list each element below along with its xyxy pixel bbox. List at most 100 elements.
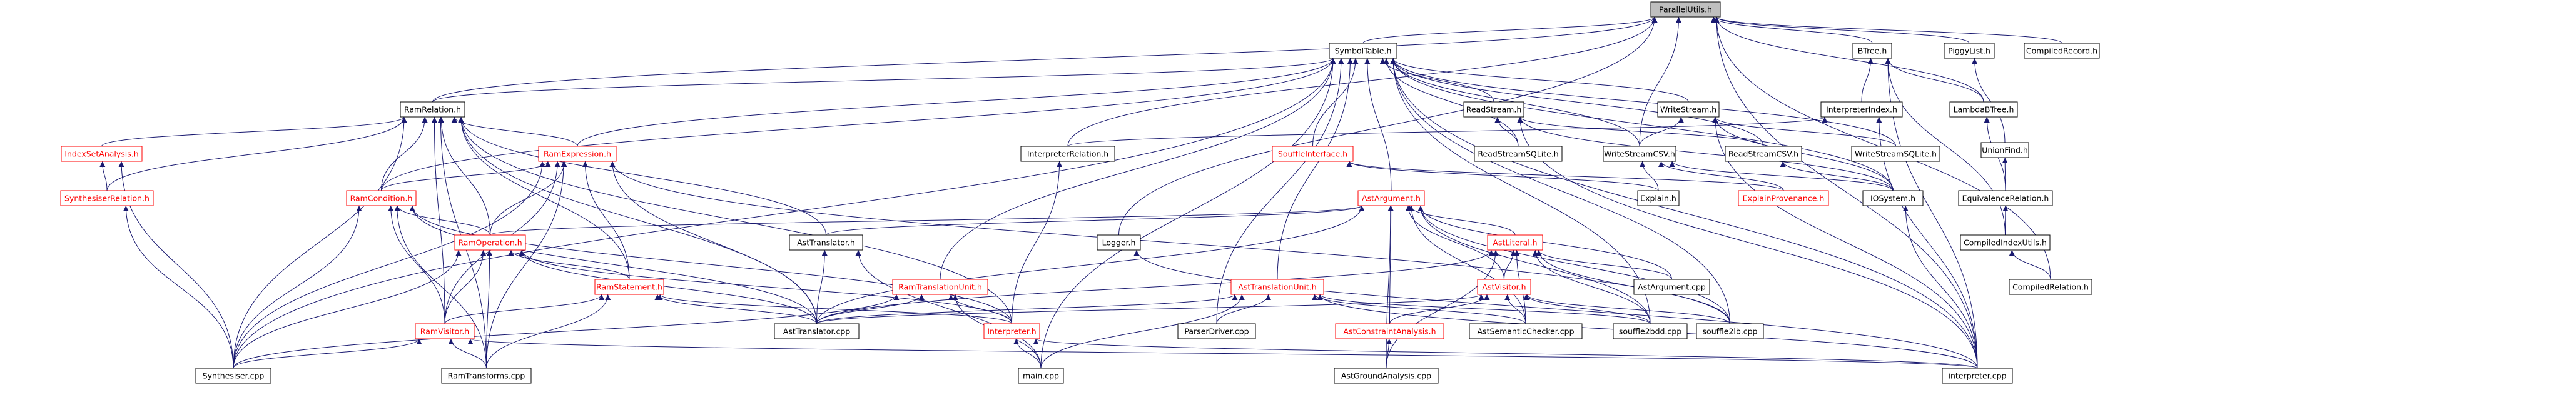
edge-synthesiserrelation-h-to-synthesiser-cpp xyxy=(123,205,234,369)
edge-astargument-h-to-astconstraintanalysis-h xyxy=(1388,205,1394,324)
node-label: ReadStreamSQLite.h xyxy=(1478,149,1558,159)
node-box xyxy=(594,279,664,295)
edge-interpreterrelation-h-to-interpreter-h xyxy=(1012,161,1063,324)
edge-ramrelation-h-to-ramcondition-h xyxy=(381,116,428,191)
node-lambdabtree-h[interactable]: LambdaBTree.h xyxy=(1949,101,2018,118)
node-astsemanticchecker-cpp[interactable]: AstSemanticChecker.cpp xyxy=(1469,323,1583,339)
node-asttranslator-cpp[interactable]: AstTranslator.cpp xyxy=(774,323,860,339)
edge-symboltable-h-to-souffle2bdd-cpp xyxy=(1390,58,1651,324)
node-label: Synthesiser.cpp xyxy=(203,371,265,381)
node-interpreter-h[interactable]: Interpreter.h xyxy=(983,323,1040,339)
node-interpreterrelation-h[interactable]: InterpreterRelation.h xyxy=(1020,146,1115,162)
node-explain-h[interactable]: Explain.h xyxy=(1637,190,1680,206)
node-interpreter-cpp[interactable]: interpreter.cpp xyxy=(1942,368,2013,384)
node-btree-h[interactable]: BTree.h xyxy=(1852,43,1892,59)
edge-ramcondition-h-to-ramoperation-h xyxy=(395,205,490,236)
node-box xyxy=(1272,146,1354,162)
node-souffle2lb-cpp[interactable]: souffle2lb.cpp xyxy=(1696,323,1764,339)
node-box xyxy=(1980,142,2029,158)
node-writestreamsqlite-h[interactable]: WriteStreamSQLite.h xyxy=(1851,146,1940,162)
node-parserdriver-cpp[interactable]: ParserDriver.cpp xyxy=(1177,323,1256,339)
node-explainprovenance-h[interactable]: ExplainProvenance.h xyxy=(1738,190,1829,206)
node-box xyxy=(1469,323,1583,339)
node-label: RamCondition.h xyxy=(350,194,413,203)
edge-ramcondition-h-to-ramtransforms-cpp xyxy=(394,205,487,369)
node-ramtranslationunit-h[interactable]: RamTranslationUnit.h xyxy=(892,279,988,295)
node-label: BTree.h xyxy=(1858,46,1887,56)
edge-parallelutils-h-to-logger-h xyxy=(1118,16,1658,236)
node-label: ParserDriver.cpp xyxy=(1184,327,1249,336)
node-ramstatement-h[interactable]: RamStatement.h xyxy=(594,279,664,295)
node-logger-h[interactable]: Logger.h xyxy=(1097,234,1141,251)
node-equivalencerelation-h[interactable]: EquivalenceRelation.h xyxy=(1958,190,2053,206)
node-astvisitor-h[interactable]: AstVisitor.h xyxy=(1477,279,1531,295)
node-label: EquivalenceRelation.h xyxy=(1962,194,2049,203)
node-ramcondition-h[interactable]: RamCondition.h xyxy=(346,190,417,206)
edge-readstream-h-to-interpreter-cpp xyxy=(1517,116,1978,369)
node-indexsetanalysis-h[interactable]: IndexSetAnalysis.h xyxy=(61,146,143,162)
node-box xyxy=(1637,190,1680,206)
node-astliteral-h[interactable]: AstLiteral.h xyxy=(1487,234,1543,251)
node-box xyxy=(1738,190,1829,206)
node-readstreamcsv-h[interactable]: ReadStreamCSV.h xyxy=(1725,146,1802,162)
node-label: WriteStreamSQLite.h xyxy=(1855,149,1937,159)
edge-astliteral-h-to-asttranslator-cpp xyxy=(816,249,1494,324)
node-parallelutils-h[interactable]: ParallelUtils.h xyxy=(1650,1,1721,18)
node-compiledindexutils-h[interactable]: CompiledIndexUtils.h xyxy=(1960,234,2051,251)
edge-symboltable-h-to-interpreter-cpp xyxy=(1390,58,1978,369)
node-box xyxy=(415,323,475,339)
node-ramexpression-h[interactable]: RamExpression.h xyxy=(538,146,617,162)
node-astgroundanalysis-cpp[interactable]: AstGroundAnalysis.cpp xyxy=(1334,368,1439,384)
node-ramvisitor-h[interactable]: RamVisitor.h xyxy=(415,323,475,339)
node-box xyxy=(1487,234,1543,251)
edge-ramcondition-h-to-ramvisitor-h xyxy=(388,205,445,324)
node-compiledrecord-h[interactable]: CompiledRecord.h xyxy=(2024,43,2100,59)
node-piggylist-h[interactable]: PiggyList.h xyxy=(1944,43,1995,59)
node-box xyxy=(1942,368,2013,384)
node-label: souffle2bdd.cpp xyxy=(1619,327,1681,336)
edge-ramexpression-h-to-synthesiser-cpp xyxy=(233,161,545,369)
node-box xyxy=(1657,101,1720,118)
node-symboltable-h[interactable]: SymbolTable.h xyxy=(1329,43,1397,59)
edge-writestream-h-to-iosystem-h xyxy=(1712,116,1894,191)
node-label: PiggyList.h xyxy=(1948,46,1990,56)
node-box xyxy=(1097,234,1141,251)
node-astconstraintanalysis-h[interactable]: AstConstraintAnalysis.h xyxy=(1335,323,1444,339)
edge-astargument-h-to-asttranslator-cpp xyxy=(816,205,1365,324)
edge-ramexpression-h-to-asttranslator-cpp xyxy=(609,161,817,324)
edge-logger-h-to-interpreter-cpp xyxy=(1133,249,1978,369)
node-box xyxy=(1020,146,1115,162)
node-label: SouffleInterface.h xyxy=(1278,149,1347,159)
node-main-cpp[interactable]: main.cpp xyxy=(1018,368,1064,384)
edge-ramoperation-h-to-ramtransforms-cpp xyxy=(486,249,493,369)
node-iosystem-h[interactable]: IOSystem.h xyxy=(1862,190,1924,206)
node-ramrelation-h[interactable]: RamRelation.h xyxy=(400,101,465,118)
edge-unionfind-h-to-equivalencerelation-h xyxy=(2002,157,2008,191)
edge-astargument-h-to-astliteral-h xyxy=(1407,205,1516,236)
node-compiledrelation-h[interactable]: CompiledRelation.h xyxy=(2009,279,2092,295)
node-astargument-cpp[interactable]: AstArgument.cpp xyxy=(1633,279,1710,295)
node-souffleinterface-h[interactable]: SouffleInterface.h xyxy=(1272,146,1354,162)
edge-ramcondition-h-to-synthesiser-cpp xyxy=(233,205,362,369)
node-box xyxy=(1725,146,1802,162)
node-synthesiserrelation-h[interactable]: SynthesiserRelation.h xyxy=(60,190,154,206)
node-label: souffle2lb.cpp xyxy=(1703,327,1758,336)
node-synthesiser-cpp[interactable]: Synthesiser.cpp xyxy=(195,368,271,384)
node-writestreamcsv-h[interactable]: WriteStreamCSV.h xyxy=(1603,146,1676,162)
node-asttranslationunit-h[interactable]: AstTranslationUnit.h xyxy=(1230,279,1324,295)
node-asttranslator-h[interactable]: AstTranslator.h xyxy=(789,234,863,251)
node-astargument-h[interactable]: AstArgument.h xyxy=(1357,190,1425,206)
node-readstreamsqlite-h[interactable]: ReadStreamSQLite.h xyxy=(1474,146,1563,162)
edge-writestreamcsv-h-to-explain-h xyxy=(1640,161,1659,191)
edge-ramoperation-h-to-synthesiser-cpp xyxy=(233,249,462,369)
node-interpreterindex-h[interactable]: InterpreterIndex.h xyxy=(1820,101,1903,118)
node-ramoperation-h[interactable]: RamOperation.h xyxy=(454,234,526,251)
node-box xyxy=(1230,279,1324,295)
node-unionfind-h[interactable]: UnionFind.h xyxy=(1980,142,2029,158)
node-label: CompiledRecord.h xyxy=(2026,46,2097,56)
node-writestream-h[interactable]: WriteStream.h xyxy=(1657,101,1720,118)
node-ramtransforms-cpp[interactable]: RamTransforms.cpp xyxy=(441,368,532,384)
node-box xyxy=(1474,146,1563,162)
node-readstream-h[interactable]: ReadStream.h xyxy=(1463,101,1524,118)
node-souffle2bdd-cpp[interactable]: souffle2bdd.cpp xyxy=(1613,323,1688,339)
